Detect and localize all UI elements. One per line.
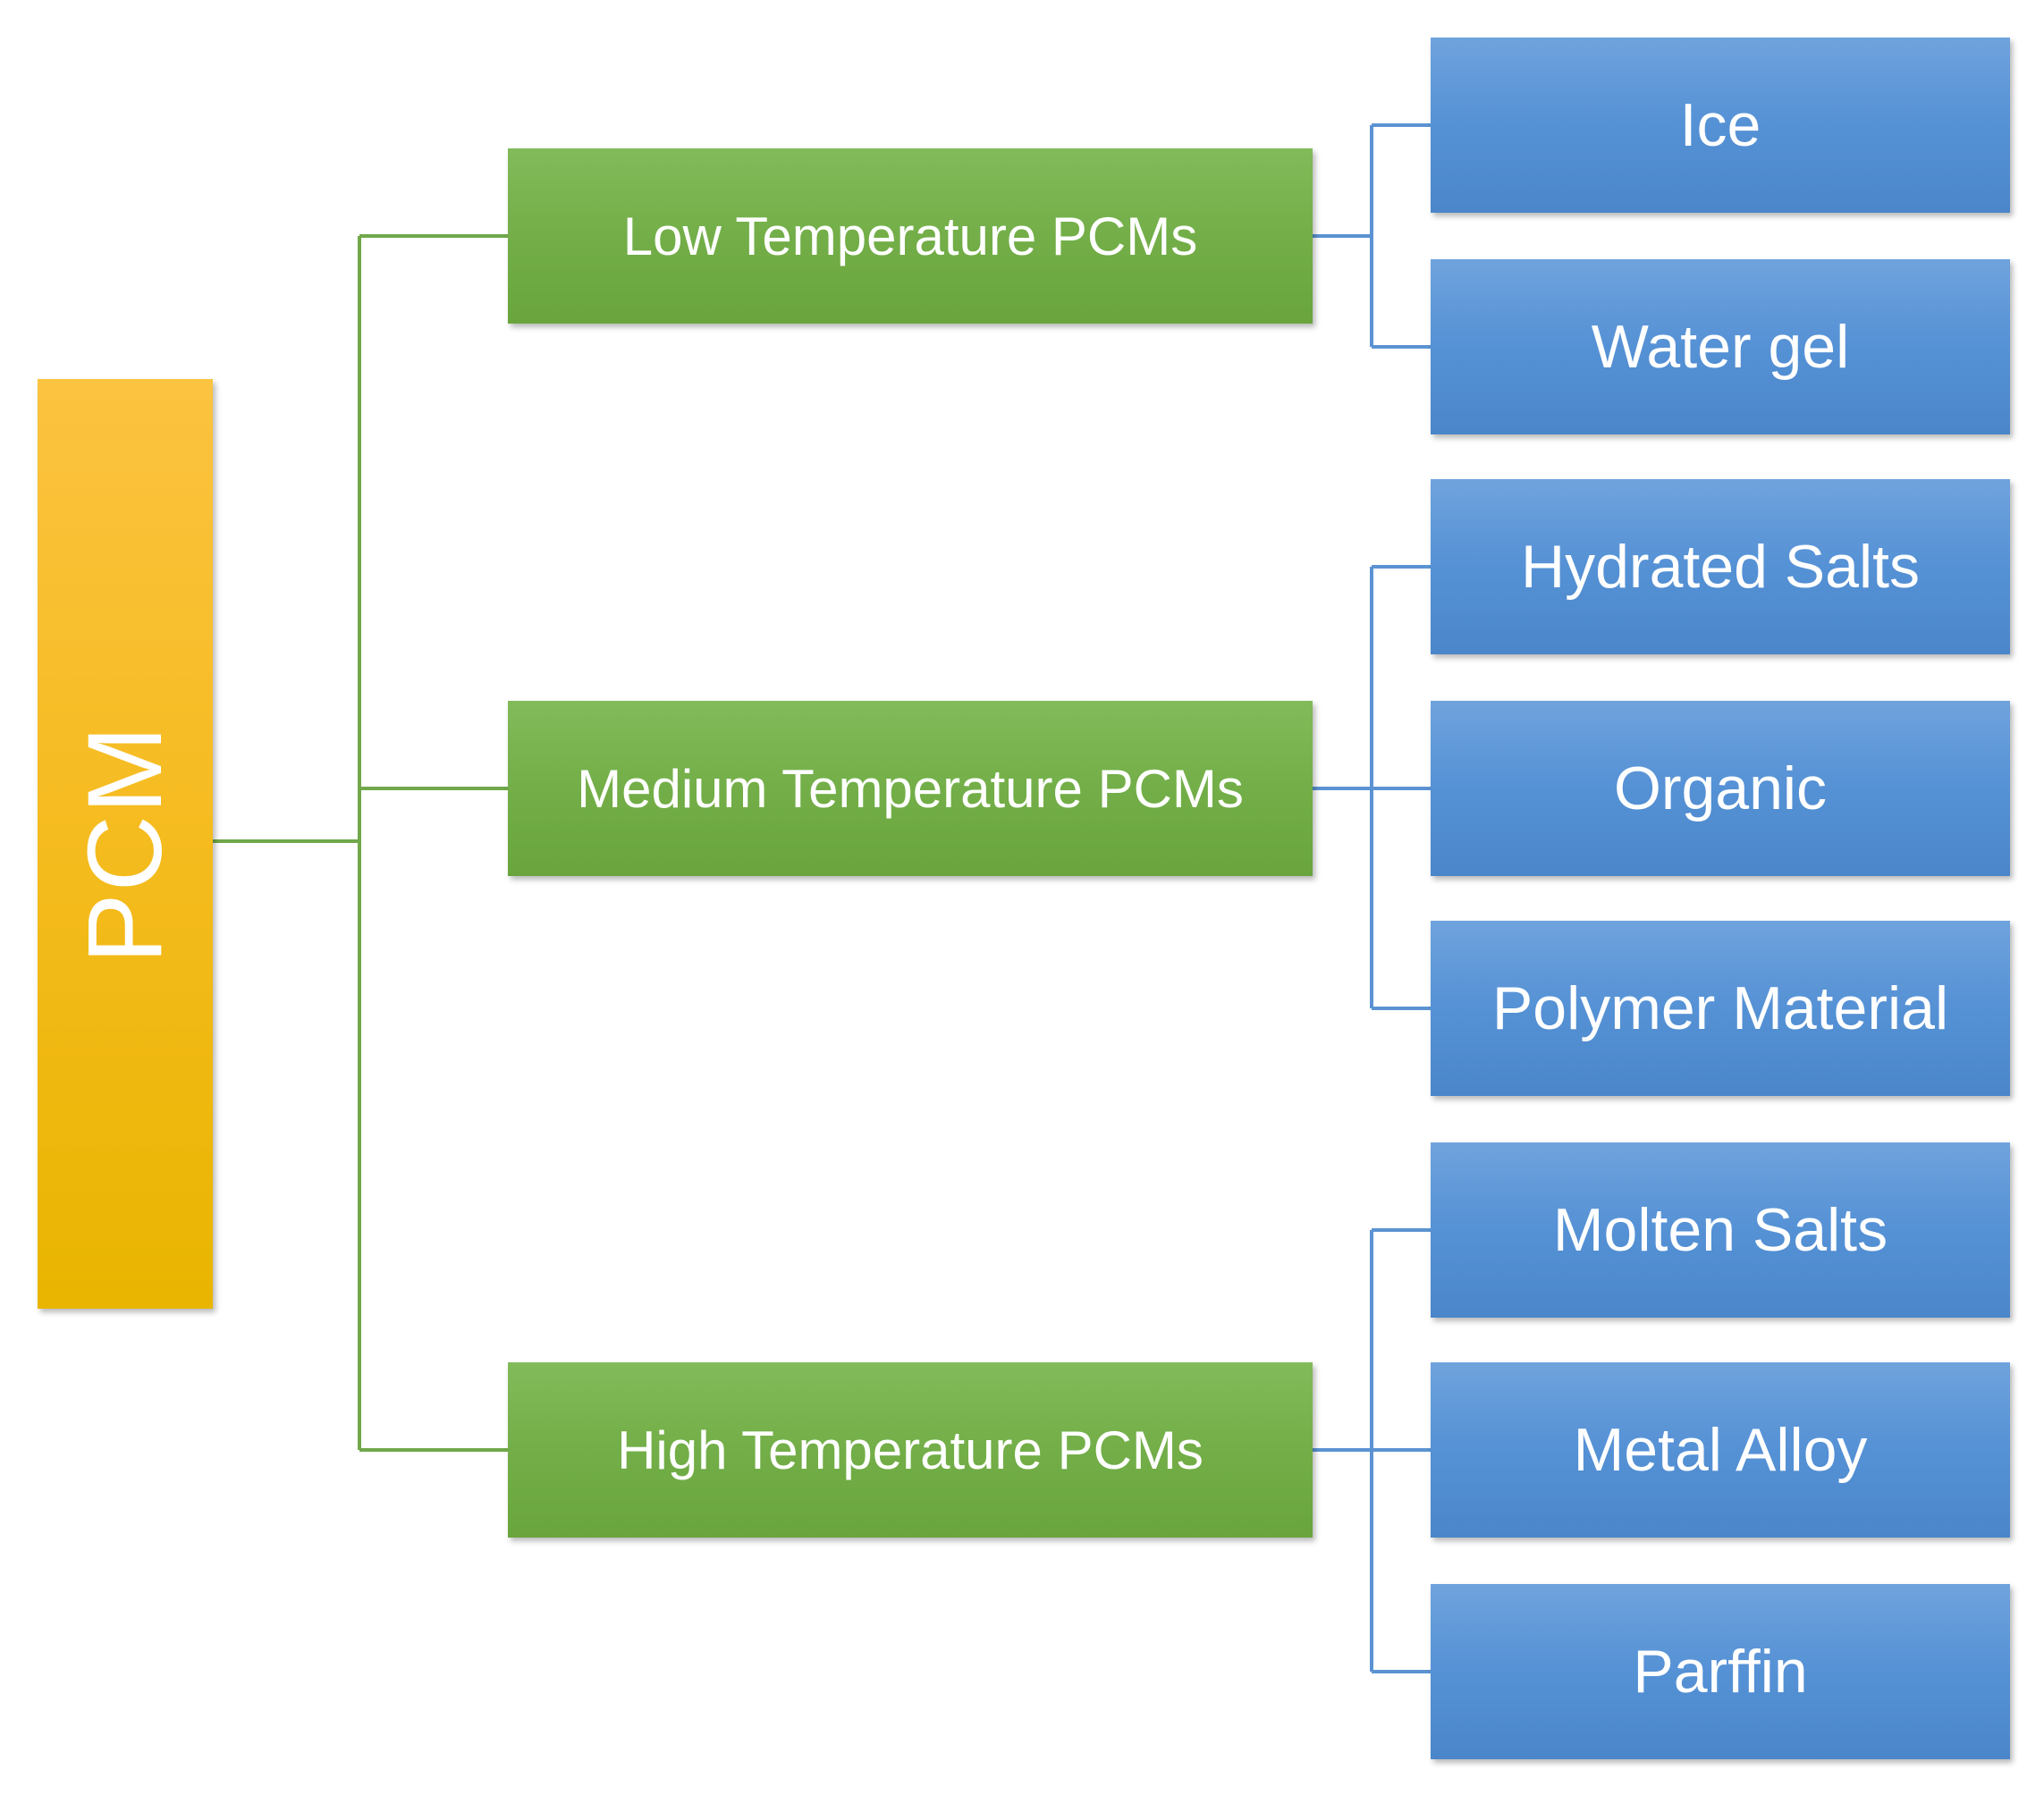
leaf-node-molten-salts: Molten Salts (1431, 1142, 2010, 1318)
root-node-label: PCM (66, 723, 184, 965)
leaf-node-label: Hydrated Salts (1521, 533, 1920, 601)
leaf-node-organic: Organic (1431, 701, 2010, 876)
category-node-label: Low Temperature PCMs (622, 206, 1198, 266)
leaf-node-parffin: Parffin (1431, 1584, 2010, 1759)
leaf-node-ice: Ice (1431, 38, 2010, 213)
leaf-node-label: Organic (1613, 754, 1828, 822)
leaf-node-label: Water gel (1591, 313, 1850, 381)
category-node-label: Medium Temperature PCMs (577, 758, 1244, 819)
category-node-high-temperature: High Temperature PCMs (508, 1362, 1313, 1538)
category-node-medium-temperature: Medium Temperature PCMs (508, 701, 1313, 876)
category-node-low-temperature: Low Temperature PCMs (508, 148, 1313, 324)
leaf-node-metal-alloy: Metal Alloy (1431, 1362, 2010, 1538)
root-node-pcm: PCM (38, 379, 213, 1309)
leaf-node-label: Polymer Material (1491, 974, 1949, 1042)
leaf-node-hydrated-salts: Hydrated Salts (1431, 479, 2010, 654)
leaf-node-label: Parffin (1633, 1638, 1808, 1706)
leaf-node-water-gel: Water gel (1431, 259, 2010, 434)
leaf-node-label: Molten Salts (1552, 1196, 1888, 1264)
category-node-label: High Temperature PCMs (617, 1420, 1204, 1480)
leaf-node-label: Ice (1679, 91, 1761, 159)
leaf-node-polymer-material: Polymer Material (1431, 921, 2010, 1096)
leaf-node-label: Metal Alloy (1573, 1416, 1868, 1484)
